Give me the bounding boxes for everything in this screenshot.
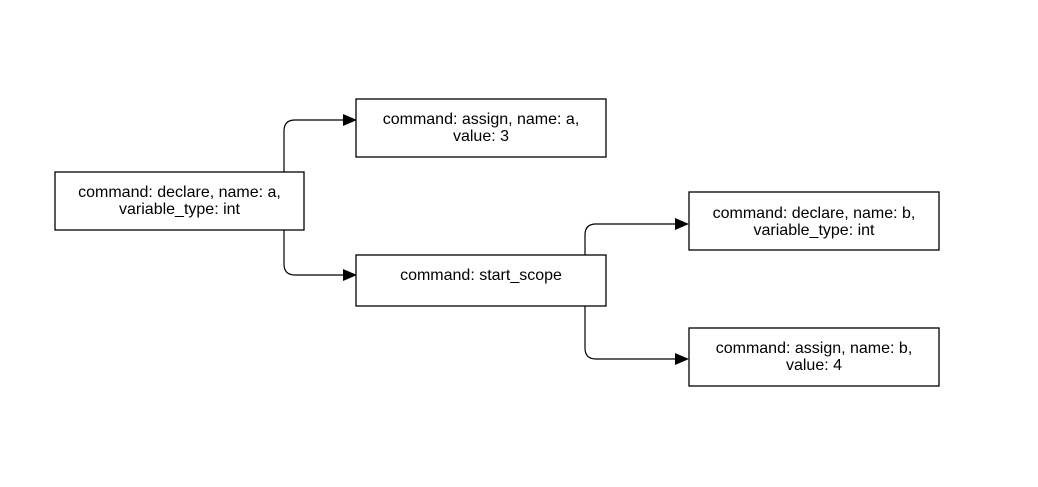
node-assign-a: command: assign, name: a, value: 3 xyxy=(355,98,607,158)
node-label-line: value: 4 xyxy=(786,357,842,374)
node-label-line: command: assign, name: b, xyxy=(716,340,913,357)
node-label-line: command: start_scope xyxy=(400,267,562,284)
arrow-head xyxy=(343,114,357,126)
arrow-head xyxy=(343,269,357,281)
edge-start-scope-to-assign-b xyxy=(584,306,689,365)
node-label-line: value: 3 xyxy=(453,128,509,145)
edges xyxy=(283,114,689,365)
node-label-line: command: declare, name: a, xyxy=(78,184,281,201)
edge-declare-a-to-assign-a xyxy=(283,114,357,172)
node-declare-b: command: declare, name: b, variable_type… xyxy=(688,191,940,251)
arrow-head xyxy=(675,353,689,365)
node-label-line: command: assign, name: a, xyxy=(383,111,580,128)
node-label-line: command: declare, name: b, xyxy=(713,205,916,222)
node-label-line: variable_type: int xyxy=(754,222,876,239)
node-assign-b: command: assign, name: b, value: 4 xyxy=(688,327,940,387)
nodes: command: declare, name: a, variable_type… xyxy=(54,98,940,387)
node-label-line: variable_type: int xyxy=(119,201,241,218)
arrow-head xyxy=(675,218,689,230)
node-start-scope: command: start_scope xyxy=(355,254,607,307)
edge-declare-a-to-start-scope xyxy=(283,230,357,281)
node-declare-a: command: declare, name: a, variable_type… xyxy=(54,171,305,231)
edge-start-scope-to-declare-b xyxy=(584,218,689,255)
